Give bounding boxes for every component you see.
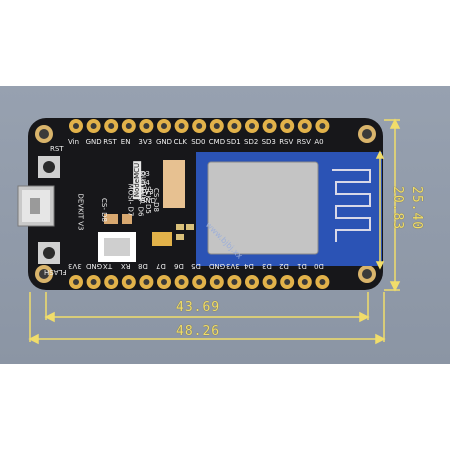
pin-hole: [249, 279, 255, 285]
pin-hole: [319, 123, 326, 129]
devkit-label: DEVKIT V3: [76, 193, 85, 231]
dim-outer-width: 48.26: [176, 324, 221, 339]
spi-pin-list: CS- D8: [100, 198, 108, 222]
pin-label: D2: [279, 262, 290, 270]
pin-label: GND: [85, 262, 102, 270]
pin-label: CMD: [208, 138, 226, 146]
pin-3v3: 3V3: [140, 188, 154, 196]
pin-label: SD3: [261, 138, 276, 146]
small-components: [104, 214, 194, 240]
dim-inner-width: 43.69: [176, 300, 221, 315]
pin-hole: [266, 123, 273, 129]
pin-hole: [284, 123, 291, 129]
pin-label: D4: [244, 262, 254, 270]
dim-inner-height: 20.83: [390, 186, 405, 231]
pin-hole: [143, 279, 150, 285]
antenna-trace: [332, 169, 371, 242]
pin-hole: [213, 123, 220, 129]
pin-d3: D3: [140, 170, 150, 178]
pin-d4: D4: [140, 179, 150, 187]
pin-label: SD0: [191, 138, 206, 146]
top-pin-header: [69, 119, 330, 133]
pin-hole: [213, 279, 220, 285]
pin-hole: [125, 123, 132, 129]
rst-label: RST: [50, 145, 64, 153]
pin-label: RSV: [296, 138, 311, 146]
pin-hole: [266, 279, 273, 285]
pin-hole: [108, 123, 115, 129]
dimension-lines: [28, 118, 401, 345]
pin-hole: [301, 279, 308, 285]
pin-label: D1: [296, 262, 307, 270]
pin-label: D6: [173, 262, 184, 270]
pin-label: GND: [156, 138, 173, 146]
pin-label: SD1: [226, 138, 241, 146]
pin-hole: [319, 279, 326, 285]
usb-serial-chip: [98, 232, 136, 262]
pin-hole: [301, 123, 308, 129]
pin-label: D7: [156, 262, 166, 270]
pin-hole: [231, 279, 238, 285]
pin-hole: [161, 123, 167, 129]
pin-label: Vin: [68, 138, 80, 146]
pin-hole: [125, 279, 132, 285]
flash-label: FLASH: [44, 268, 67, 276]
esp8266-module: [196, 152, 382, 266]
dim-outer-height: 25.40: [409, 186, 424, 231]
pin-hole: [196, 123, 203, 129]
pin-hole: [90, 279, 97, 285]
pin-label: CLK: [173, 138, 187, 146]
pin-hole: [161, 279, 167, 285]
pin-label: D3: [261, 262, 272, 270]
pin-hole: [231, 123, 238, 129]
pin-hole: [108, 279, 115, 285]
pin-hole: [73, 123, 79, 129]
micro-usb-connector: [17, 185, 55, 227]
pin-label: D8: [138, 262, 149, 270]
pin-label: 3V3: [226, 262, 241, 270]
spi-mosi: MOSI- D7: [126, 183, 135, 217]
bottom-pin-header: [69, 275, 330, 289]
pin-hole: [249, 123, 255, 129]
pin-label: RSV: [279, 138, 294, 146]
pin-label: D5: [191, 262, 202, 270]
pin-label: 3V3: [68, 262, 82, 270]
pin-hole: [73, 279, 79, 285]
pin-hole: [284, 279, 291, 285]
pin-hole: [143, 123, 150, 129]
capacitor-1: [152, 232, 172, 246]
regulator-chip: [163, 160, 185, 208]
pin-label: A0: [314, 138, 324, 146]
rst-button[interactable]: [38, 156, 60, 178]
pin-hole: [196, 279, 203, 285]
pin-label: RST: [103, 138, 117, 146]
pin-label: 3V3: [138, 138, 153, 146]
pin-label: RX: [120, 262, 131, 270]
pin-hole: [90, 123, 97, 129]
pin-hole: [178, 123, 185, 129]
pin-label: TX: [103, 262, 113, 270]
pin-label: SD2: [244, 138, 259, 146]
flash-button[interactable]: [38, 242, 60, 264]
pin-gnd: GND: [140, 197, 157, 205]
pin-hole: [178, 279, 185, 285]
mounting-holes: [35, 125, 376, 283]
pin-label: D0: [314, 262, 325, 270]
pin-label: GND: [85, 138, 102, 146]
pin-label: EN: [120, 138, 131, 146]
pin-label: GND: [208, 262, 225, 270]
